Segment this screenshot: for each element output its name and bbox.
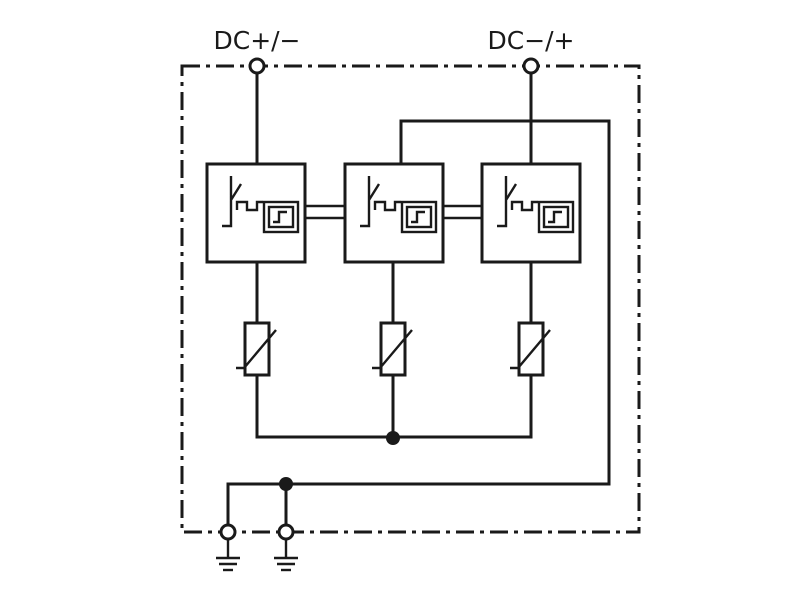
terminal-label-left: DC+/− xyxy=(213,26,300,55)
thermal-disconnector-icon xyxy=(222,176,300,234)
varistor-icon xyxy=(372,321,413,377)
disconnector-box-3 xyxy=(480,162,582,264)
wire-pe-return xyxy=(286,119,611,486)
mechanical-coupling xyxy=(305,204,482,220)
junction-dot xyxy=(386,431,400,445)
terminal-dc-left xyxy=(248,57,266,75)
enclosure-border xyxy=(180,64,641,534)
terminal-label-right: DC−/+ xyxy=(487,26,574,55)
terminal-ground-1 xyxy=(219,523,237,541)
terminal-dc-right xyxy=(522,57,540,75)
disconnector-box-1 xyxy=(205,162,307,264)
earth-ground-icon xyxy=(216,540,240,572)
varistor-icon xyxy=(510,321,551,377)
varistor-icon xyxy=(236,321,277,377)
terminal-ground-2 xyxy=(277,523,295,541)
disconnector-box-2 xyxy=(343,162,445,264)
earth-ground-icon xyxy=(274,540,298,572)
thermal-disconnector-icon xyxy=(360,176,438,234)
wire-pe-left xyxy=(226,482,290,534)
thermal-disconnector-icon xyxy=(497,176,575,234)
